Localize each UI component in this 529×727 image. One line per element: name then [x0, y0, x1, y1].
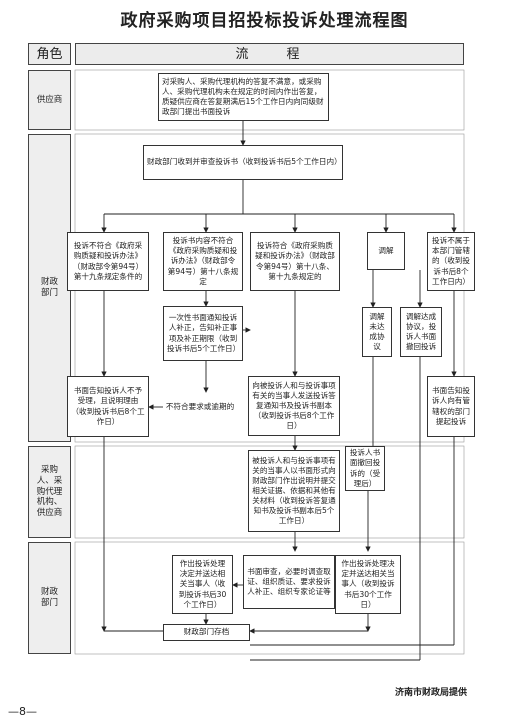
- box-mediate: 调解: [367, 232, 405, 270]
- box-start: 对采购人、采购代理机构的答复不满意，或采购人、采购代理机构未在规定的时间内作出答…: [158, 73, 329, 121]
- role-purchaser: 采购 人、采 购代理 机构、 供应商: [28, 446, 71, 538]
- role-finance-bottom: 财政 部门: [28, 542, 71, 654]
- role-finance-top: 财政 部门: [28, 134, 71, 442]
- box-reject-notice: 书面告知投诉人不予受理，且说明理由（收到投诉书后8个工作日）: [67, 376, 149, 437]
- box-receive: 财政部门收到并审查投诉书（收到投诉书后5个工作日内）: [143, 145, 343, 180]
- page-number: —8—: [8, 705, 37, 718]
- box-archive: 财政部门存档: [163, 624, 250, 641]
- box-comply: 投诉符合《政府采购质疑和投诉办法》（财政部令第94号）第十八条、第十九条规定的: [250, 232, 340, 291]
- page-title: 政府采购项目招投标投诉处理流程图: [120, 11, 409, 31]
- role-supplier: 供应商: [28, 70, 71, 130]
- box-notify-supplement: 一次性书面通知投诉人补正，告知补正事项及补正期限（收到投诉书后5个工作日）: [163, 306, 243, 361]
- box-mediate-success: 调解达成协议，投诉人书面撤回投诉: [400, 307, 442, 357]
- box-decision-left: 作出投诉处理决定并送达相关当事人（收到投诉书后30个工作日）: [172, 555, 233, 614]
- box-withdraw: 投诉人书面撤回投诉的（受理后）: [345, 446, 385, 491]
- box-transfer-notice: 书面告知投诉人向有管辖权的部门提起投诉: [427, 376, 475, 437]
- role-header: 角色: [28, 43, 71, 65]
- box-explain: 被投诉人和与投诉事项有关的当事人以书面形式向财政部门作出说明并提交相关证据、依据…: [248, 450, 340, 532]
- box-decision-right: 作出投诉处理决定并送达相关当事人（收到投诉书后30个工作日）: [335, 555, 401, 614]
- box-mediate-fail: 调解未达成协议: [362, 307, 392, 357]
- box-send-copy: 向被投诉人和与投诉事项有关的当事人发送投诉答复通知书及投诉书副本（收到投诉书后8…: [248, 376, 340, 436]
- text-not-meet: 不符合要求或逾期的: [165, 401, 235, 411]
- footer-credit: 济南市财政局提供: [395, 688, 468, 698]
- box-content-not-comply: 投诉书内容不符合《政府采购质疑和投诉办法》（财政部令第94号）第十八条规定: [163, 232, 243, 291]
- box-not-comply: 投诉不符合《政府采购质疑和投诉办法》（财政部令第94号）第十九条规定条件的: [67, 232, 149, 291]
- box-not-jurisdiction: 投诉不属于本部门管辖的（收到投诉书后8个工作日内）: [427, 232, 475, 291]
- box-review: 书面审查，必要时调查取证、组织质证、要求投诉人补正、组织专家论证等: [243, 555, 335, 609]
- flow-header: 流 程: [75, 43, 464, 65]
